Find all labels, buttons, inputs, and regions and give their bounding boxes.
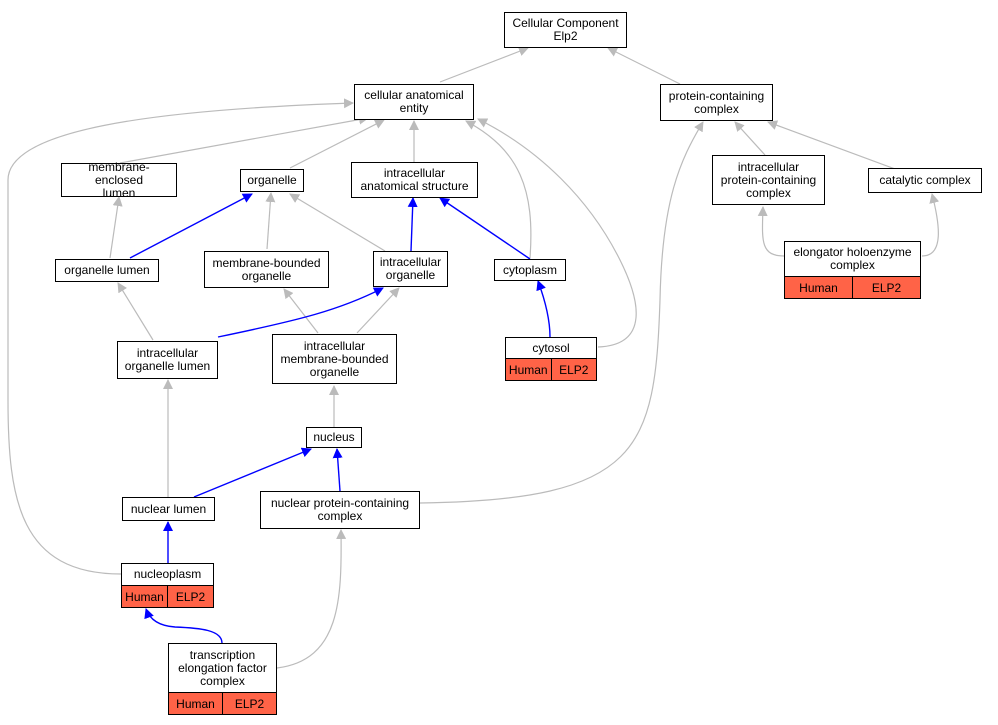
node-root[interactable]: Cellular Component Elp2 (504, 12, 627, 48)
node-intracellular-organelle[interactable]: intracellular organelle (373, 251, 448, 287)
node-organelle-lumen[interactable]: organelle lumen (55, 259, 159, 282)
node-nucleus[interactable]: nucleus (306, 427, 362, 448)
annotation-organism: Human (785, 277, 852, 298)
annotation-gene: ELP2 (222, 693, 276, 714)
annotation-organism: Human (506, 359, 551, 380)
annotation-gene: ELP2 (550, 359, 596, 380)
edge-npcc-to-pcc (419, 121, 704, 504)
edge-catalytic-to-pcc (767, 120, 896, 170)
annotation-gene: ELP2 (852, 277, 920, 298)
annotation-cytosol: Human ELP2 (505, 359, 597, 381)
edge-cytoplasm-to-ias (439, 197, 531, 260)
edge-imbo-to-io (356, 287, 400, 334)
node-intracellular-membrane-bounded-organelle[interactable]: intracellular membrane-bounded organelle (272, 334, 397, 384)
annotation-organism: Human (122, 586, 167, 607)
edge-tefc-to-nucleoplasm (144, 608, 223, 644)
node-intracellular-protein-containing-complex[interactable]: intracellular protein-containing complex (712, 155, 825, 205)
node-catalytic-complex[interactable]: catalytic complex (868, 168, 982, 193)
edge-organelle-to-cae (289, 119, 385, 169)
edge-cytoplasm-to-cae (465, 120, 532, 259)
node-cytosol[interactable]: cytosol (505, 337, 597, 359)
node-nuclear-protein-containing-complex[interactable]: nuclear protein-containing complex (260, 491, 420, 529)
edge-elongator-to-catalytic (921, 193, 940, 257)
edge-io-to-ias (407, 197, 418, 252)
node-nucleoplasm[interactable]: nucleoplasm (121, 563, 214, 586)
annotation-organism: Human (169, 693, 222, 714)
node-organelle[interactable]: organelle (240, 169, 304, 192)
edge-ipcc-to-pcc (734, 121, 766, 156)
edge-mbo-to-organelle (265, 192, 276, 250)
edge-io-to-organelle (289, 193, 386, 252)
edge-mel-to-cae (119, 114, 369, 164)
edge-imbo-to-mbo (283, 288, 319, 334)
edge-cytosol-to-cae (477, 118, 637, 348)
node-protein-containing-complex[interactable]: protein-containing complex (660, 84, 773, 121)
edge-nuclear-lumen-to-nucleus (193, 447, 312, 498)
annotation-gene: ELP2 (167, 586, 213, 607)
edge-pcc-to-root (607, 47, 681, 85)
edge-organelle-lumen-to-organelle (129, 193, 253, 259)
edge-elongator-to-ipcc (757, 206, 785, 257)
node-intracellular-organelle-lumen[interactable]: intracellular organelle lumen (117, 341, 218, 379)
annotation-transcription-elongation-factor-complex: Human ELP2 (168, 693, 277, 715)
edge-tefc-to-npcc (276, 529, 347, 669)
edge-iol-to-io (217, 287, 384, 338)
node-cellular-anatomical-entity[interactable]: cellular anatomical entity (354, 84, 474, 120)
edge-nucleoplasm-to-cae (7, 98, 354, 575)
edge-cytosol-to-cytoplasm (536, 280, 551, 338)
edge-cae-to-root (439, 46, 529, 83)
node-membrane-enclosed-lumen[interactable]: membrane-enclosed lumen (61, 160, 177, 199)
edge-npcc-to-nucleus (332, 448, 343, 492)
node-nuclear-lumen[interactable]: nuclear lumen (122, 497, 215, 521)
node-cytoplasm[interactable]: cytoplasm (494, 259, 566, 281)
annotation-elongator-holoenzyme-complex: Human ELP2 (784, 277, 921, 299)
annotation-nucleoplasm: Human ELP2 (121, 586, 214, 608)
node-transcription-elongation-factor-complex[interactable]: transcription elongation factor complex (168, 643, 277, 693)
node-membrane-bounded-organelle[interactable]: membrane-bounded organelle (204, 251, 329, 288)
edge-organelle-lumen-to-mel (109, 196, 123, 259)
node-elongator-holoenzyme-complex[interactable]: elongator holoenzyme complex (784, 241, 921, 277)
edge-iol-to-organelle-lumen (117, 282, 154, 341)
node-intracellular-anatomical-structure[interactable]: intracellular anatomical structure (351, 162, 478, 198)
